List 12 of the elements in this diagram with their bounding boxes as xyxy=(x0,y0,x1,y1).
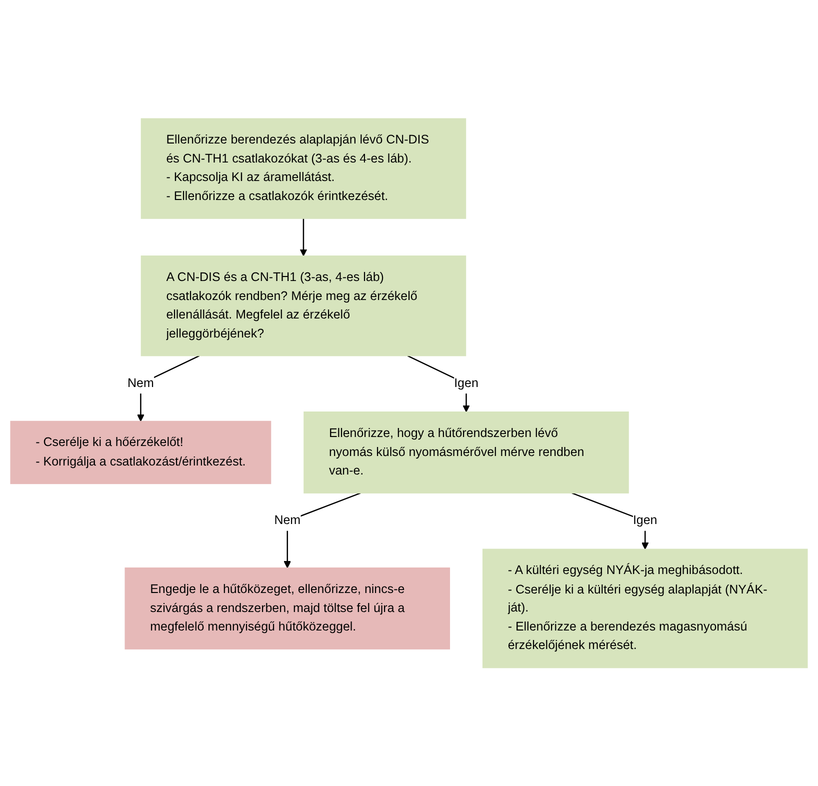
arrow xyxy=(300,218,308,256)
edge-label: Igen xyxy=(454,376,478,390)
node-box xyxy=(140,255,466,356)
node-box xyxy=(304,411,629,494)
edge-label: Nem xyxy=(128,376,154,390)
node-box xyxy=(10,420,272,484)
edge-label: Igen xyxy=(632,513,658,528)
edge-label: Nem xyxy=(274,513,301,528)
flowchart-drawing: Nem Igen Nem Igen Ellenőrizze berendezés alaplapján lévő CN-DIS és CN-TH1 csatlakozókat (3-as és 4-es láb). - Kapcsolja KI az áramellátást. - Ellenőrizze a csatlakozók érintkezését. A CN-DIS és a CN-TH1 (3-as, 4-es láb) csatlakozók rendben? Mérje meg az érzékelő ellenállását. Megfelel az érzékelő jelleggörbéjének? - Cserélje ki a hőérzékelőt! - Korrigálja a csatlakozást/érintkezést. Ellenőrizze, hogy a hűtőrendszerben lévő nyomás külső nyomásmérővel mérve rendben van-e. Engedje le a hűtőközeget, ellenőrizze, nincs-e szivárgás a rendszerben, majd töltse fel újra a megfelelő mennyiségű hűtőközeggel. - A kültéri egység NYÁK-ja meghibásodott. - Cserélje ki a kültéri egység alaplapját (NYÁK-ját). - Ellenőrizze a berendezés magasnyomású érzékelőjének mérését. xyxy=(4,112,814,674)
node-box xyxy=(140,118,466,219)
node-box xyxy=(124,567,450,650)
node-box xyxy=(482,548,808,668)
